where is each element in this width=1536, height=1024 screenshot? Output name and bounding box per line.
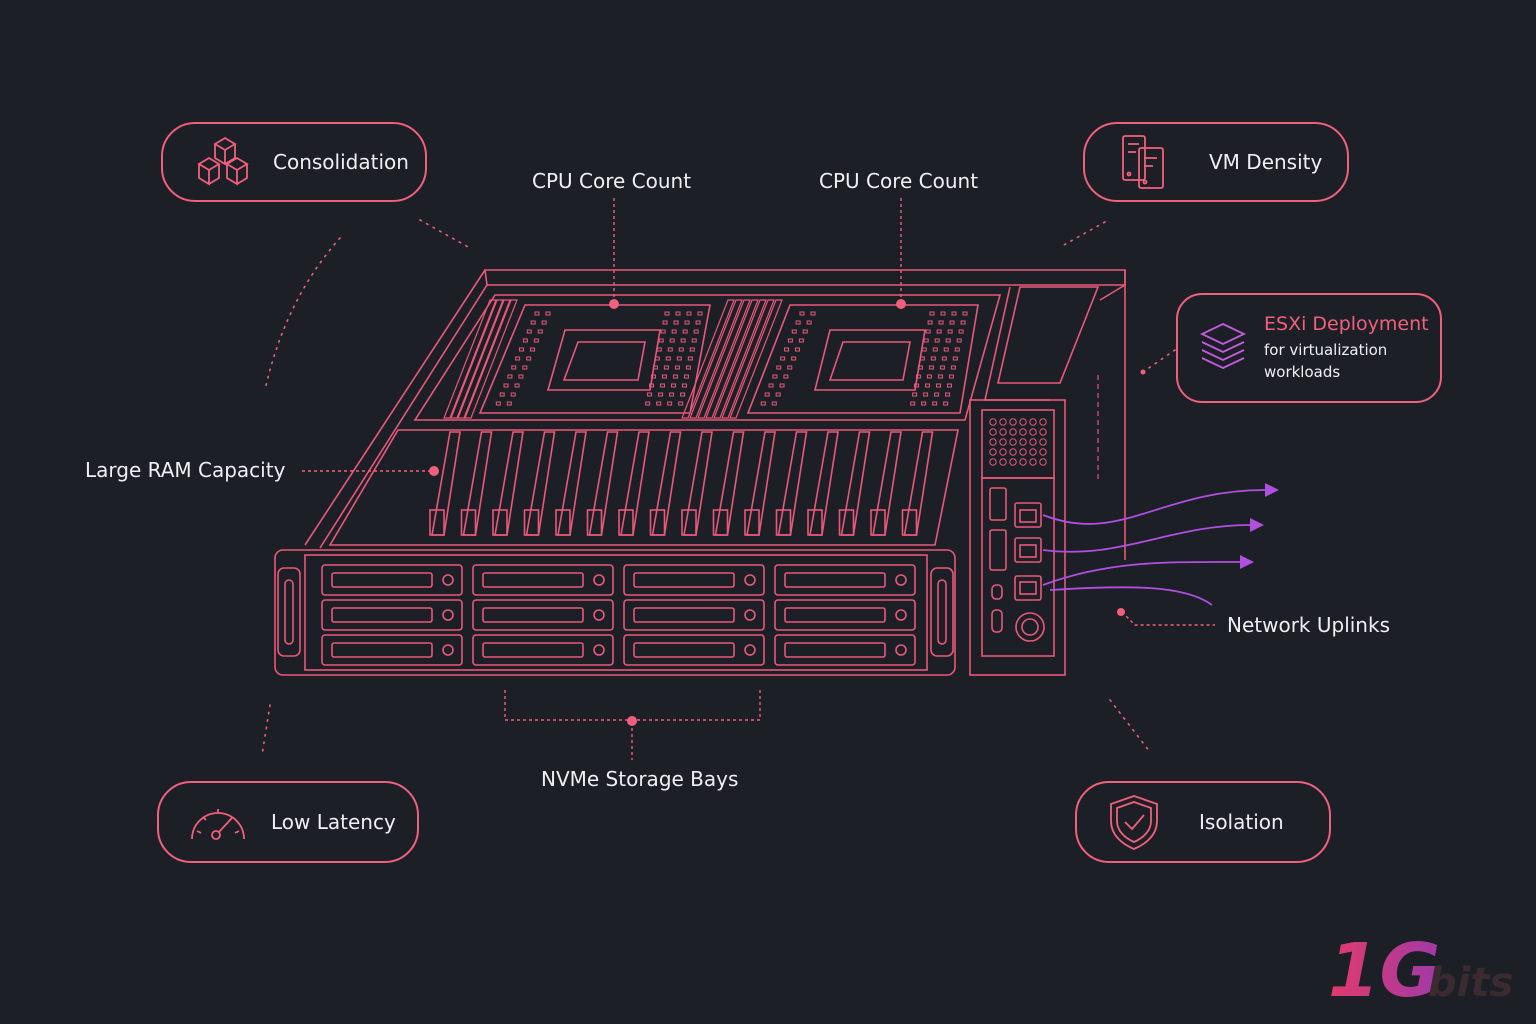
- uplink-line-4: [1049, 586, 1213, 606]
- nvme-bay: [321, 564, 463, 596]
- nvme-bay: [774, 599, 916, 631]
- ram-stick: [555, 431, 587, 536]
- psu-top: [996, 286, 1100, 384]
- network-marker: [1117, 608, 1125, 616]
- nvme-bay: [321, 634, 463, 666]
- ram-bank-area: [328, 429, 959, 546]
- shield-check-icon: [1110, 795, 1158, 850]
- nvme-bay: [774, 564, 916, 596]
- esxi-subtitle-line2: workloads: [1264, 363, 1341, 381]
- ram-marker: [429, 466, 439, 476]
- nvme-bay: [321, 599, 463, 631]
- ethernet-port-2: [1014, 537, 1042, 563]
- logo-secondary: bits: [1428, 960, 1513, 1006]
- ram-stick: [744, 431, 776, 536]
- uplink-line-1: [1042, 489, 1266, 525]
- nvme-bay: [623, 634, 765, 666]
- cpu-socket-right: [746, 304, 979, 414]
- brand-logo: 1G bits: [1328, 928, 1528, 1014]
- low-latency-label: Low Latency: [271, 810, 396, 834]
- nvme-bay: [472, 599, 614, 631]
- cpu-left-label: CPU Core Count: [532, 169, 692, 193]
- nvme-bay: [774, 634, 916, 666]
- ram-stick: [492, 431, 524, 536]
- front-panel: [274, 549, 956, 676]
- ram-stick: [807, 431, 839, 536]
- nvme-bay: [623, 564, 765, 596]
- ram-stick: [523, 431, 556, 536]
- isolation-label: Isolation: [1199, 810, 1284, 834]
- nvme-marker: [627, 716, 637, 726]
- ethernet-port-3: [1014, 575, 1042, 601]
- ram-stick: [775, 431, 808, 536]
- nvme-bay: [472, 634, 614, 666]
- uplink-line-3: [1042, 561, 1241, 586]
- nvme-bay: [623, 599, 765, 631]
- nvme-label: NVMe Storage Bays: [541, 767, 739, 791]
- ram-stick: [586, 431, 619, 536]
- consolidation-pill: Consolidation: [161, 122, 427, 202]
- esxi-deployment-pill: ESXi Deployment for virtualization workl…: [1176, 293, 1442, 403]
- logo-primary: 1G: [1328, 928, 1440, 1008]
- isolation-pill: Isolation: [1075, 781, 1331, 863]
- ram-stick: [429, 431, 461, 536]
- uplink-arrow-1: [1265, 483, 1279, 497]
- ethernet-port-1: [1014, 502, 1042, 528]
- nvme-bay: [472, 564, 614, 596]
- esxi-subtitle-line1: for virtualization: [1264, 341, 1388, 359]
- ram-stick: [838, 431, 871, 536]
- cpu-right-marker: [896, 299, 906, 309]
- ram-stick: [649, 431, 682, 536]
- consolidation-label: Consolidation: [273, 150, 409, 174]
- ram-stick: [870, 431, 902, 536]
- uplink-arrow-2: [1250, 518, 1264, 532]
- ram-stick: [712, 431, 745, 536]
- ram-label: Large RAM Capacity: [85, 458, 286, 482]
- vm-density-label: VM Density: [1209, 150, 1323, 174]
- ram-stick: [618, 431, 650, 536]
- rear-io-panel: [969, 399, 1066, 676]
- speedometer-icon: [191, 809, 245, 840]
- server-stack-icon: [1122, 135, 1164, 189]
- cpu-left-marker: [609, 299, 619, 309]
- vm-density-pill: VM Density: [1083, 122, 1349, 202]
- cubes-icon: [197, 136, 249, 186]
- ram-stick: [901, 431, 934, 536]
- motherboard-plane: [413, 294, 1002, 421]
- low-latency-pill: Low Latency: [157, 781, 419, 863]
- network-label: Network Uplinks: [1227, 613, 1390, 637]
- ram-stick: [681, 431, 713, 536]
- layers-icon: [1199, 323, 1247, 369]
- uplink-line-2: [1042, 524, 1251, 553]
- cpu-right-label: CPU Core Count: [819, 169, 979, 193]
- ram-stick: [460, 431, 493, 536]
- esxi-title: ESXi Deployment: [1264, 313, 1429, 335]
- uplink-arrow-3: [1240, 555, 1254, 569]
